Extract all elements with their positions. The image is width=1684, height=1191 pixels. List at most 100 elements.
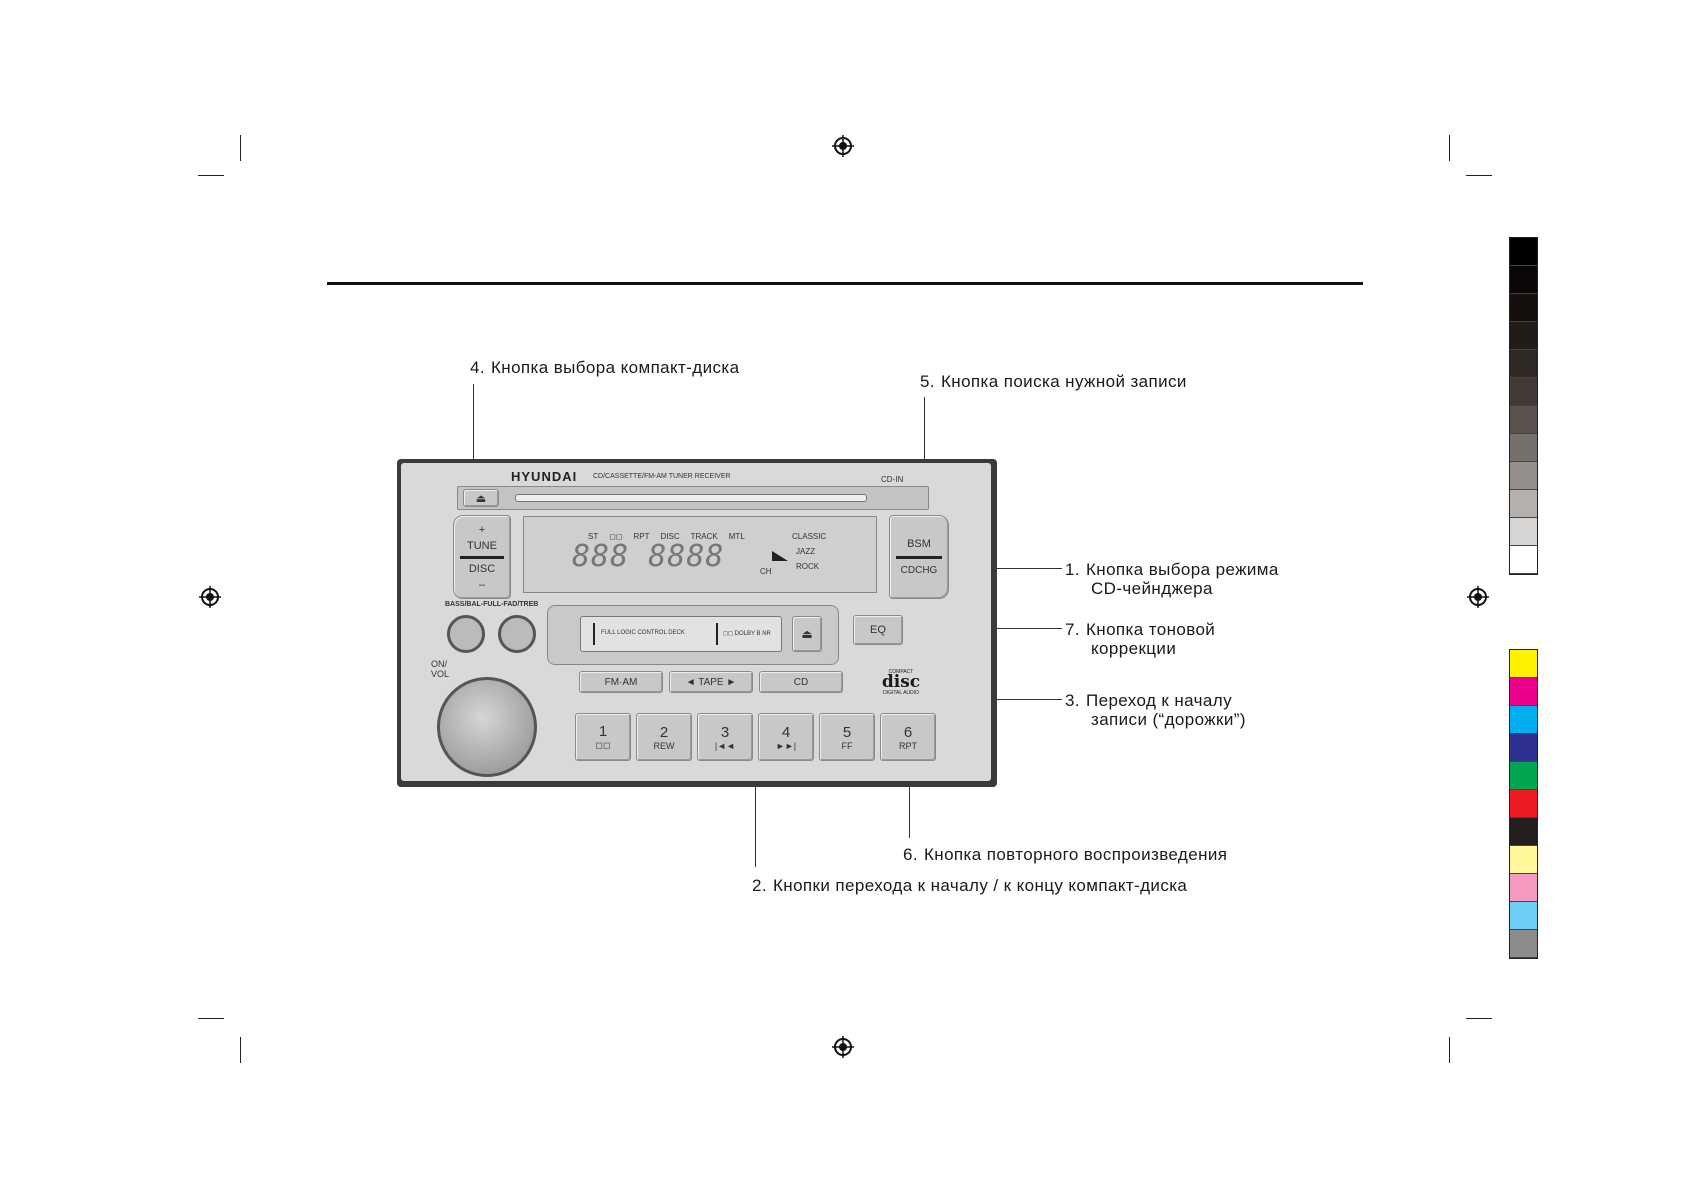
color-swatch bbox=[1510, 678, 1537, 706]
preset-sub-label: REW bbox=[653, 740, 675, 751]
display-ch: CH bbox=[760, 567, 772, 576]
cassette-slot[interactable]: FULL LOGIC CONTROL DECK ◻◻ DOLBY B NR bbox=[580, 616, 782, 652]
color-swatch bbox=[1510, 846, 1537, 874]
color-swatch bbox=[1510, 650, 1537, 678]
color-swatch bbox=[1510, 706, 1537, 734]
color-swatch bbox=[1510, 930, 1537, 958]
callout-3: 3.Переход к началу записи (“дорожки”) bbox=[1065, 691, 1246, 729]
crop-mark bbox=[1449, 1037, 1450, 1063]
cd-in-label: CD-IN bbox=[881, 475, 904, 484]
eject-cd-button[interactable]: ⏏ bbox=[463, 489, 499, 507]
display-indicator: MTL bbox=[728, 532, 745, 541]
tape-button[interactable]: ◄ TAPE ► bbox=[669, 671, 753, 693]
eject-icon: ⏏ bbox=[475, 492, 487, 505]
bass-knob[interactable] bbox=[447, 615, 485, 653]
registration-mark-icon bbox=[1467, 586, 1489, 608]
bass-treb-label: BASS/BAL-FULL-FAD/TREB bbox=[445, 601, 539, 608]
preset-sub-label: ◻◻ bbox=[595, 740, 611, 750]
model-label: CD/CASSETTE/FM-AM TUNER RECEIVER bbox=[593, 473, 731, 480]
deck-label: FULL LOGIC CONTROL DECK bbox=[601, 630, 685, 636]
registration-mark-icon bbox=[199, 586, 221, 608]
color-swatch bbox=[1510, 490, 1537, 518]
preset-sub-label: FF bbox=[841, 740, 853, 751]
crop-mark bbox=[1466, 1018, 1492, 1019]
eject-icon: ⏏ bbox=[801, 627, 813, 641]
on-vol-label: ON/ VOL bbox=[431, 659, 450, 679]
preset-number: 4 bbox=[781, 723, 791, 741]
treble-knob[interactable] bbox=[498, 615, 536, 653]
cd-slot[interactable] bbox=[515, 494, 867, 502]
color-swatch bbox=[1510, 266, 1537, 294]
registration-mark-icon bbox=[832, 135, 854, 157]
preset-number: 3 bbox=[720, 723, 730, 741]
crop-mark bbox=[1449, 135, 1450, 161]
callout-6: 6.Кнопка повторного воспроизведения bbox=[903, 845, 1228, 864]
display-digits: 888 8888 bbox=[572, 539, 725, 574]
eject-tape-button[interactable]: ⏏ bbox=[792, 616, 822, 652]
bsm-cdchg-button[interactable]: BSM CDCHG bbox=[889, 515, 949, 599]
volume-knob[interactable] bbox=[437, 677, 537, 777]
cassette-deck: FULL LOGIC CONTROL DECK ◻◻ DOLBY B NR ⏏ bbox=[547, 605, 839, 665]
color-swatch bbox=[1510, 546, 1537, 574]
callout-1: 1.Кнопка выбора режима CD-чейнджера bbox=[1065, 560, 1279, 598]
preset-number: 6 bbox=[903, 723, 913, 741]
color-swatch bbox=[1510, 238, 1537, 266]
preset-sub-label: RPT bbox=[899, 740, 917, 751]
color-bar bbox=[1509, 649, 1538, 959]
preset-sub-label: ►►| bbox=[775, 740, 797, 751]
color-swatch bbox=[1510, 406, 1537, 434]
color-swatch bbox=[1510, 518, 1537, 546]
fm-am-button[interactable]: FM·AM bbox=[579, 671, 663, 693]
header-rule bbox=[327, 282, 1363, 285]
crop-mark bbox=[240, 1037, 241, 1063]
display-indicator: TRACK bbox=[690, 532, 718, 541]
preset-number: 2 bbox=[659, 723, 669, 741]
radio-unit: HYUNDAI CD/CASSETTE/FM-AM TUNER RECEIVER… bbox=[397, 459, 997, 787]
color-swatch bbox=[1510, 350, 1537, 378]
callout-line-2 bbox=[755, 767, 756, 867]
color-swatch bbox=[1510, 294, 1537, 322]
display-indicators: ST ◻◻ RPT DISC TRACK MTL bbox=[588, 532, 745, 541]
display-indicator: ◻◻ bbox=[609, 532, 623, 541]
dolby-label: ◻◻ DOLBY B NR bbox=[723, 631, 771, 637]
preset-button-4[interactable]: 4►►| bbox=[758, 713, 814, 761]
color-swatch bbox=[1510, 734, 1537, 762]
callout-5: 5.Кнопка поиска нужной записи bbox=[920, 372, 1187, 391]
callout-4: 4.Кнопка выбора компакт-диска bbox=[470, 358, 740, 377]
crop-mark bbox=[198, 1018, 224, 1019]
speaker-icon bbox=[772, 551, 788, 561]
callout-7: 7.Кнопка тоновой коррекции bbox=[1065, 620, 1216, 658]
tune-divider bbox=[460, 555, 504, 559]
display-rock: ROCK bbox=[796, 562, 820, 571]
color-swatch bbox=[1510, 818, 1537, 846]
preset-button-1[interactable]: 1◻◻ bbox=[575, 713, 631, 761]
registration-mark-icon bbox=[832, 1036, 854, 1058]
callout-line-1 bbox=[932, 568, 1062, 569]
grayscale-bar bbox=[1509, 237, 1538, 575]
color-swatch bbox=[1510, 762, 1537, 790]
preset-number: 5 bbox=[842, 723, 852, 741]
callout-line-6 bbox=[909, 760, 910, 838]
display-jazz: JAZZ bbox=[796, 547, 816, 556]
display-indicator: DISC bbox=[660, 532, 680, 541]
display-indicator: RPT bbox=[633, 532, 650, 541]
crop-mark bbox=[240, 135, 241, 161]
eq-button[interactable]: EQ bbox=[853, 615, 903, 645]
display-indicator: ST bbox=[588, 532, 599, 541]
crop-mark bbox=[1466, 175, 1492, 176]
color-swatch bbox=[1510, 434, 1537, 462]
color-swatch bbox=[1510, 790, 1537, 818]
cd-button[interactable]: CD bbox=[759, 671, 843, 693]
preset-button-3[interactable]: 3|◄◄ bbox=[697, 713, 753, 761]
preset-sub-label: |◄◄ bbox=[714, 740, 736, 751]
display-classic: CLASSIC bbox=[792, 532, 827, 541]
preset-number: 1 bbox=[598, 723, 608, 740]
color-swatch bbox=[1510, 462, 1537, 490]
tune-disc-button[interactable]: + TUNE DISC – bbox=[453, 515, 511, 599]
color-swatch bbox=[1510, 874, 1537, 902]
